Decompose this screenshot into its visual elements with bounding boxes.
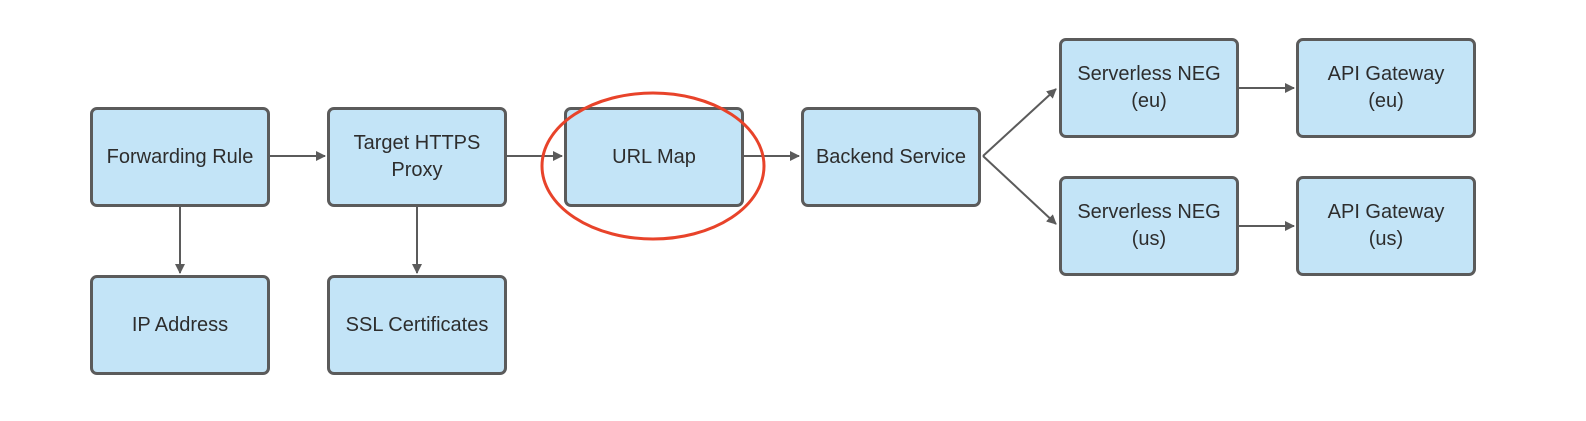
node-ssl-certificates-label: SSL Certificates	[345, 313, 489, 336]
node-serverless-neg-us: Serverless NEG (us)	[1059, 176, 1239, 276]
node-api-gateway-us-label: API Gateway (us)	[1327, 201, 1445, 250]
arrow-backend-to-neg-us	[982, 155, 1057, 225]
node-url-map: URL Map	[564, 107, 744, 207]
node-serverless-neg-us-label: Serverless NEG (us)	[1077, 201, 1221, 250]
node-backend-service: Backend Service	[801, 107, 981, 207]
node-ip-address: IP Address	[90, 275, 270, 375]
node-backend-service-label: Backend Service	[815, 145, 967, 168]
node-target-https-proxy: Target HTTPS Proxy	[327, 107, 507, 207]
node-forwarding-rule: Forwarding Rule	[90, 107, 270, 207]
node-target-https-proxy-label: Target HTTPS Proxy	[353, 132, 481, 181]
node-api-gateway-eu: API Gateway (eu)	[1296, 38, 1476, 138]
node-url-map-label: URL Map	[612, 145, 696, 168]
arrow-backend-to-neg-eu	[982, 88, 1057, 157]
node-api-gateway-us: API Gateway (us)	[1296, 176, 1476, 276]
node-api-gateway-eu-label: API Gateway (eu)	[1327, 63, 1445, 112]
node-serverless-neg-eu-label: Serverless NEG (eu)	[1077, 63, 1221, 112]
node-serverless-neg-eu: Serverless NEG (eu)	[1059, 38, 1239, 138]
node-ip-address-label: IP Address	[131, 313, 229, 336]
node-forwarding-rule-label: Forwarding Rule	[106, 145, 254, 168]
node-ssl-certificates: SSL Certificates	[327, 275, 507, 375]
